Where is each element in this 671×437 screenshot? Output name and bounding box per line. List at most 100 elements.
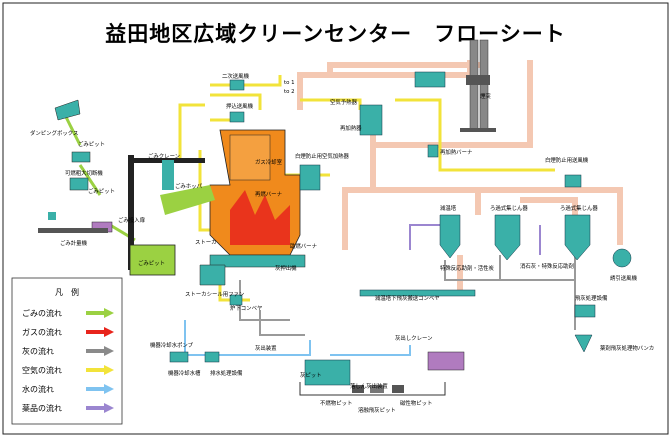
label-bag2: ろ過式集じん器 [560,204,598,212]
air-duct-8 [178,103,205,160]
ash-lines [239,255,576,336]
ash-line-1 [444,260,575,281]
label-dumping-box: ダンピングボックス [30,129,78,137]
label-stoker: ストーカ [195,239,217,246]
legend-item-label: 空気の流れ [22,365,62,375]
legend-arrow-icon [104,403,114,413]
ash-pit-unit [304,359,351,386]
label-burner2: 助燃バーナ [290,242,317,250]
dust-line-1 [63,114,82,146]
label-noncomb-pit: 不燃物ピット [320,399,352,407]
chemical-lines [409,224,541,255]
stoker-seal-unit [229,294,243,306]
label-white-smoke: 白煙防止用空気加熱器 [295,152,350,160]
label-water-pump: 機器冷却水ポンプ [150,341,194,349]
white-fan-unit [564,174,582,188]
air-duct-5 [395,98,555,172]
legend-arrow-icon [104,327,114,337]
label-sludge: 灰ピット [300,371,322,379]
legend-item-label: ガスの流れ [22,327,62,337]
legend-item-label: 水の流れ [22,384,54,394]
label-cyclone: 減温塔 [440,204,457,212]
legend-arrow-icon [104,308,114,318]
label-white-smoke-fan: 白煙防止用送風機 [545,156,589,164]
label-bulk-pit: 磁性物ピット [400,399,432,407]
chimney [460,39,496,132]
label-water-tank: 機器冷却水槽 [168,369,201,377]
label-chimney: 煙突 [480,92,491,100]
dust-line-2 [78,164,102,196]
ash-line-4 [239,280,290,321]
water-tank-unit [204,351,220,363]
label-dust-inlet: ごみ投入扉 [118,216,146,224]
air-duct-1 [210,75,282,87]
label-secondary-fan: 二次送風機 [222,72,250,80]
water-lines [170,320,411,356]
left-equipment [38,99,113,233]
dust-pit [128,155,215,276]
label-slaked: 消石灰・特殊反応助剤 [520,262,574,270]
reheater-unit [414,71,446,88]
water-pump-unit [169,351,189,363]
filters [439,214,632,353]
label-drain: 排水処理設備 [210,369,243,377]
equipment-blocks [169,79,596,386]
secondary-fan-unit [229,79,245,91]
label-activated: 特殊反応助剤・活性炭 [440,264,495,272]
label-induced-fan: 誘引送風機 [610,274,638,282]
label-burner1: 再燃バーナ [255,190,282,198]
legend-item-label: ごみの流れ [22,308,62,318]
legend-arrow-icon [104,365,114,375]
label-ash-conv: 減温塔下飛灰搬送コンベヤ [375,294,440,302]
reburner-unit [427,144,439,158]
chem-line-1 [409,224,445,250]
water-line-3 [330,345,411,356]
label-stoker-seal: ストーカシール用ファン [185,291,244,298]
label-bulky-crusher: 可燃粗大切断機 [65,169,103,177]
ash-treat-unit [574,304,596,318]
label-ash-treat: 飛灰処理設備 [575,294,608,302]
furnace [199,129,306,286]
gas-duct-top [327,62,480,75]
gas-duct-bagfilter [373,60,533,148]
label-reburner: 再加熱バーナ [440,148,472,156]
label-dust-pit-top: ごみピット [78,140,105,148]
legend-title: 凡 例 [55,287,79,297]
label-gas-cooler: ガス冷却室 [255,158,283,166]
label-push-fan: 押込送風機 [226,102,254,110]
label-dust-pit-main: ごみピット [138,259,165,267]
label-dust-pit-mid: ごみピット [88,187,115,195]
label-truck-scale: ごみ計量機 [60,239,88,247]
ash-line-5 [259,310,305,336]
label-air-preheater: 空気予熱器 [330,98,358,106]
label-out2: to 2 [284,89,295,95]
label-ash-pit: 灰出装置 [255,344,277,352]
push-fan-unit [229,111,245,123]
legend-item-label: 灰の流れ [22,346,54,356]
ash-conveyor-unit [359,289,476,297]
label-ash-crane: 灰出しクレーン [395,334,432,342]
air-preheater-unit [359,104,383,136]
legend-arrow-icon [104,346,114,356]
label-fly-ash-bunker: 薬剤飛灰処理物バンカ [600,344,654,352]
bottom-pits [299,351,465,396]
label-reheater: 再加熱器 [340,124,362,132]
gas-duct-b2 [520,197,578,215]
label-ash-extr: 灰押出機 [275,264,297,272]
gas-duct-down [342,120,376,250]
legend-item-label: 薬品の流れ [22,403,62,413]
label-out1: to 1 [284,80,295,86]
label-dust-ext: 炉下コンベヤ [230,304,262,312]
label-inc-pit: 溶融飛灰ピット [358,406,396,414]
label-hopper: ごみホッパ [175,182,203,190]
gas-duct-right [375,187,623,245]
label-crane: ごみクレーン [148,152,180,160]
legend-arrow-icon [104,384,114,394]
label-bag1: ろ過式集じん器 [490,204,528,212]
gas-cooler-unit [299,164,321,191]
label-ash-bin: 落しん灰出装置 [350,382,388,390]
